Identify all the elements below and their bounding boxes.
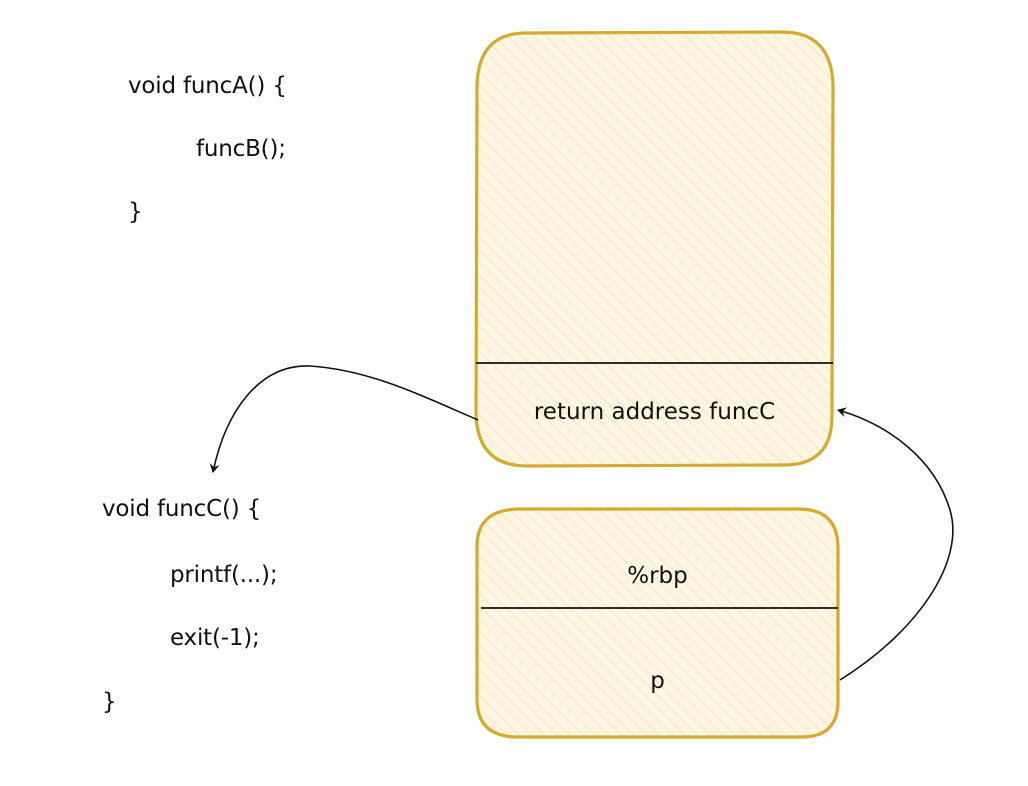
lower-block-outline bbox=[475, 507, 840, 739]
funcA-body-line-1: funcB(); bbox=[196, 136, 286, 162]
funcC-signature: void funcC() { bbox=[102, 496, 262, 522]
upper-block-outline bbox=[474, 30, 835, 468]
funcC-body-line-2: exit(-1); bbox=[170, 625, 260, 651]
return-address-label: return address funcC bbox=[533, 399, 776, 425]
rbp-label: %rbp bbox=[627, 563, 688, 589]
funcA-close-brace: } bbox=[128, 199, 143, 225]
upper-stack-block bbox=[474, 30, 835, 468]
lower-stack-block bbox=[475, 507, 840, 739]
p-label: p bbox=[650, 668, 665, 694]
funcC-close-brace: } bbox=[102, 689, 117, 715]
arrow-p-to-return-address bbox=[837, 407, 954, 681]
funcC-body-line-1: printf(...); bbox=[170, 562, 278, 588]
funcA-signature: void funcA() { bbox=[128, 73, 287, 99]
arrow-return-to-funcC bbox=[209, 365, 479, 473]
